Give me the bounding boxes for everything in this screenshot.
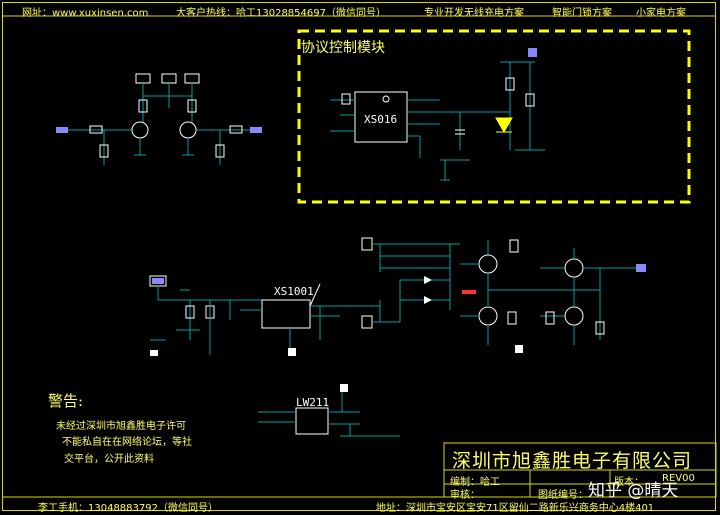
mosfet-pair-circuit [56, 73, 262, 165]
protocol-block-title: 协议控制模块 [301, 40, 385, 56]
version-label: 版本： [614, 477, 644, 488]
bridge-circuit [361, 237, 646, 353]
version-value: REV00 [662, 473, 695, 484]
title-block-lines [443, 442, 717, 498]
warning-line-2: 不能私自在在网络论坛，等社 [62, 437, 192, 448]
xs1001-circuit [149, 275, 381, 356]
drawing-no-label: 图纸编号： [538, 490, 588, 501]
watermark-text: 知乎 @晴天 [588, 481, 679, 501]
header-slogan-3: 小家电方案 [636, 8, 686, 19]
company-name: 深圳市旭鑫胜电子有限公司 [452, 450, 693, 472]
header-hotline: 大客户热线：哈工13028854697（微信同号） [176, 8, 386, 19]
protocol-block-box [297, 29, 691, 204]
drafter-label: 编制：哈工 [450, 477, 500, 488]
warning-line-3: 交平台，公开此资料 [64, 454, 154, 465]
xs016-chip-label: XS016 [364, 113, 398, 126]
header-website: 网址：www.xuxinsen.com [22, 8, 149, 19]
footer-phone: 李工手机：13048883792（微信同号） [38, 503, 218, 514]
lw211-circuit [258, 384, 400, 437]
lw211-chip-label: LW211 [296, 396, 330, 409]
warning-line-1: 未经过深圳市旭鑫胜电子许可 [56, 421, 186, 432]
warning-title: 警告: [48, 392, 84, 410]
reviewer-label: 审核： [450, 490, 480, 501]
header-slogan-2: 智能门锁方案 [552, 8, 612, 19]
footer-address: 地址：深圳市宝安区宝安71区留仙二路新乐兴商务中心4楼401 [376, 503, 655, 514]
xs1001-chip-label: XS1001 [274, 285, 314, 298]
protocol-block-circuit [330, 48, 545, 181]
header-slogan-1: 专业开发无线充电方案 [424, 8, 524, 19]
